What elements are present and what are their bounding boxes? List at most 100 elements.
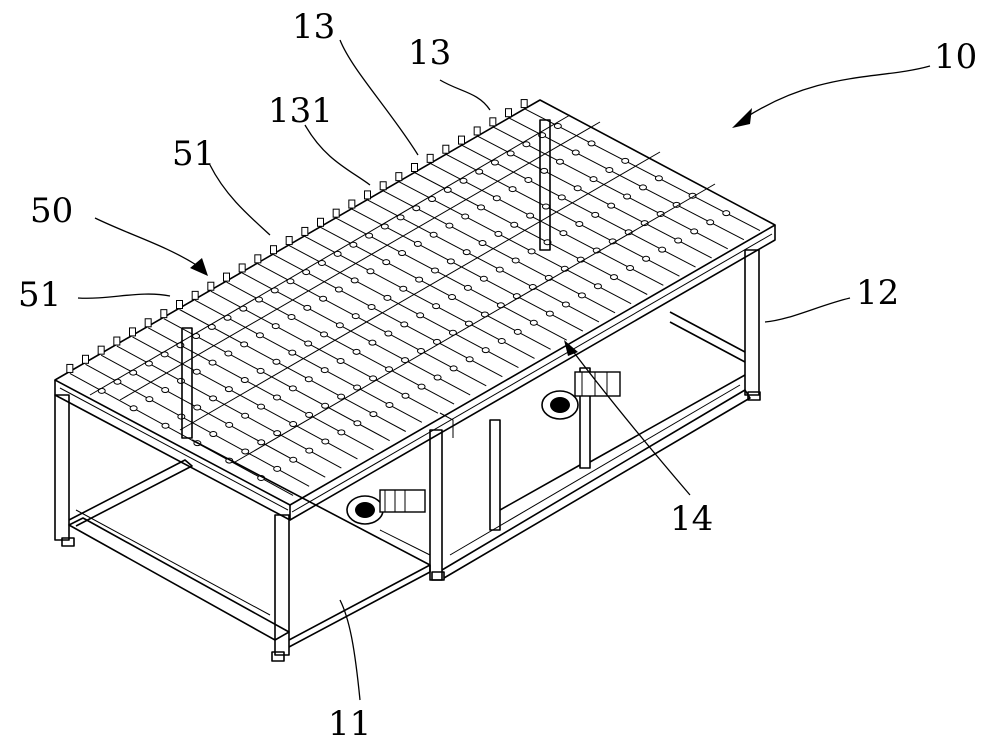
roller-wheel xyxy=(528,284,537,291)
roller-wheel xyxy=(506,150,515,157)
roller-wheel xyxy=(302,269,311,276)
roller-wheel xyxy=(555,158,564,165)
roller-wheel xyxy=(510,221,519,228)
roller-wheel xyxy=(623,193,632,200)
label-13-upper: 13 xyxy=(292,7,335,47)
roller-wheel xyxy=(416,312,425,319)
roller-shaft xyxy=(414,172,648,295)
roller-wheel xyxy=(352,348,361,355)
roller-wheel xyxy=(610,274,618,281)
label-13-right: 13 xyxy=(408,33,451,73)
roller-shaft xyxy=(476,135,712,259)
arrow-50-head xyxy=(190,258,208,276)
roller-wheel xyxy=(690,228,699,235)
roller-shaft xyxy=(398,181,632,305)
roller-wheel xyxy=(449,365,458,372)
roller-wheel xyxy=(272,394,281,401)
leader-50 xyxy=(94,217,199,267)
roller-wheel xyxy=(240,377,249,384)
roller-end-cap xyxy=(379,181,387,191)
roller-end-cap xyxy=(489,117,497,127)
roller-end-cap xyxy=(473,126,481,136)
roller-wheel xyxy=(465,356,474,363)
roller-wheel xyxy=(443,186,452,193)
roller-wheel xyxy=(382,259,391,266)
roller-wheel xyxy=(571,149,580,156)
roller-shaft xyxy=(257,263,487,387)
leader-131 xyxy=(304,124,371,186)
roller-wheel xyxy=(209,431,218,438)
roller-wheel xyxy=(367,303,376,310)
roller-end-cap xyxy=(191,290,199,300)
roller-end-cap xyxy=(317,217,324,227)
leader-lines xyxy=(77,39,931,701)
roller-wheel xyxy=(524,176,533,183)
roller-end-cap xyxy=(332,208,340,218)
roller-end-cap xyxy=(113,336,121,346)
roller-wheel xyxy=(417,383,426,390)
roller-wheel xyxy=(273,465,282,472)
roller-wheel xyxy=(287,313,296,320)
roller-wheel xyxy=(288,349,297,356)
roller-wheel xyxy=(557,194,566,201)
roller-wheel xyxy=(192,368,201,375)
roller-wheel xyxy=(335,322,344,329)
roller-wheel xyxy=(351,313,360,320)
roller-wheel xyxy=(432,338,441,345)
roller-shaft xyxy=(226,281,455,405)
roller-wheel xyxy=(305,411,314,418)
roller-wheel xyxy=(336,357,345,364)
roller-wheel xyxy=(540,167,549,174)
roller-wheel xyxy=(353,420,362,427)
roller-wheel xyxy=(353,384,362,391)
roller-wheel xyxy=(303,304,312,311)
roller-wheel xyxy=(490,159,499,166)
leader-12 xyxy=(764,297,851,323)
roller-wheel xyxy=(658,246,667,253)
roller-wheel xyxy=(511,257,520,264)
roller-shaft xyxy=(445,153,680,277)
roller-wheel xyxy=(512,293,521,300)
roller-rails xyxy=(89,114,716,463)
roller-end-cap xyxy=(144,318,152,328)
roller-shaft xyxy=(179,309,406,432)
leader-11 xyxy=(339,599,361,701)
roller-wheel xyxy=(545,310,554,317)
roller-shaft xyxy=(429,162,664,286)
roller-wheel xyxy=(320,367,329,374)
motor-left xyxy=(346,489,426,525)
roller-shaft xyxy=(508,117,745,241)
roller-wheel xyxy=(321,402,330,409)
roller-shaft xyxy=(132,336,358,460)
roller-wheel xyxy=(492,195,501,202)
roller-wheel xyxy=(208,359,217,366)
roller-shaft xyxy=(367,199,600,323)
roller-shaft xyxy=(320,226,551,350)
roller-wheel xyxy=(288,385,297,392)
roller-shaft xyxy=(304,235,535,359)
roller-wheel xyxy=(433,374,442,381)
roller-shaft xyxy=(461,144,696,268)
roller-wheel xyxy=(272,358,281,365)
roller-wheel xyxy=(337,429,346,436)
roller-wheel xyxy=(593,283,602,290)
roller-wheel xyxy=(337,393,346,400)
arrow-14-head xyxy=(564,340,578,356)
roller-wheel xyxy=(428,196,437,203)
roller-wheel xyxy=(478,240,487,247)
roller-wheel xyxy=(401,392,410,399)
motor-right xyxy=(541,371,621,420)
roller-wheel xyxy=(334,286,343,293)
arrow-10-head xyxy=(732,108,752,128)
roller-wheel xyxy=(317,259,326,266)
roller-wheel xyxy=(224,350,233,357)
roller-shaft xyxy=(335,217,567,341)
roller-end-cap xyxy=(348,199,356,209)
roller-wheel xyxy=(722,210,731,217)
roller-wheel xyxy=(286,278,295,285)
table-top xyxy=(54,99,776,521)
roller-wheel xyxy=(430,267,439,274)
roller-wheel xyxy=(369,411,378,418)
roller-wheel xyxy=(559,230,568,237)
